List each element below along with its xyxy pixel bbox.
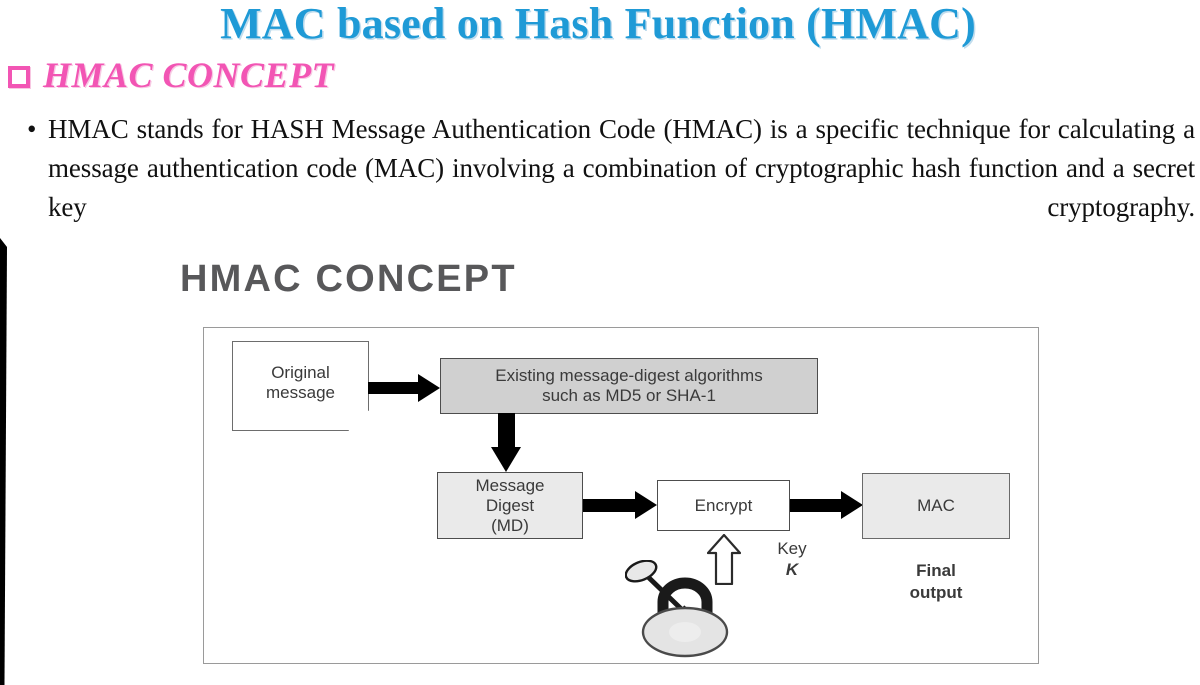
- paragraph-text: HMAC stands for HASH Message Authenticat…: [48, 114, 1195, 222]
- mac-label: MAC: [917, 496, 955, 515]
- diagram-heading: HMAC CONCEPT: [180, 258, 517, 300]
- node-mac: MAC: [862, 473, 1010, 539]
- final-output-line2: output: [909, 583, 963, 602]
- message-digest-line2: Digest: [485, 495, 535, 515]
- algorithms-line2: such as MD5 or SHA-1: [542, 386, 716, 405]
- message-digest-line1: Message: [475, 475, 545, 495]
- arrow-message-to-algorithms-icon: [368, 374, 440, 402]
- final-output-annotation: Final output: [862, 560, 1010, 604]
- arrow-shaft: [498, 413, 515, 451]
- arrow-shaft: [790, 499, 843, 512]
- arrow-algorithms-to-digest-icon: [491, 413, 521, 473]
- node-algorithms: Existing message-digest algorithms such …: [440, 358, 818, 414]
- key-annotation: Key K: [757, 538, 827, 580]
- arrow-head: [841, 491, 863, 519]
- key-label-line1: Key: [777, 539, 807, 558]
- node-encrypt: Encrypt: [657, 480, 790, 531]
- final-output-line1: Final: [916, 561, 956, 580]
- arrow-head: [491, 447, 521, 472]
- arrow-head: [635, 491, 657, 519]
- bullet-paragraph: • HMAC stands for HASH Message Authentic…: [27, 110, 1195, 266]
- node-original-message: Original message: [232, 341, 369, 431]
- algorithms-line1: Existing message-digest algorithms: [495, 366, 763, 385]
- arrow-digest-to-encrypt-icon: [583, 491, 659, 519]
- subheading-row: HMAC CONCEPT: [8, 54, 334, 96]
- page-title: MAC based on Hash Function (HMAC): [220, 0, 976, 48]
- hollow-up-arrow-icon: [706, 533, 742, 586]
- node-message-digest-label: Message Digest (MD): [476, 476, 545, 536]
- original-message-line1: Original: [271, 363, 330, 382]
- key-label-line2: K: [785, 560, 799, 579]
- encrypt-label: Encrypt: [694, 495, 753, 515]
- node-message-digest: Message Digest (MD): [437, 472, 583, 539]
- message-digest-line3: (MD): [491, 515, 529, 535]
- arrow-shaft: [368, 382, 420, 394]
- original-message-line2: message: [266, 383, 335, 402]
- body-text-block: • HMAC stands for HASH Message Authentic…: [27, 110, 1195, 266]
- paragraph-bullet-icon: •: [27, 114, 37, 144]
- arrow-shaft: [583, 499, 637, 512]
- document-shape: [232, 341, 369, 431]
- arrow-head: [418, 374, 440, 402]
- node-original-message-label: Original message: [232, 341, 369, 431]
- square-bullet-icon: [8, 66, 30, 88]
- left-edge-shadow-band: [0, 238, 7, 685]
- subheading-label: HMAC CONCEPT: [43, 55, 335, 95]
- node-algorithms-label: Existing message-digest algorithms such …: [495, 366, 762, 406]
- padlock-with-key-icon: [624, 559, 745, 658]
- arrow-encrypt-to-mac-icon: [790, 491, 865, 519]
